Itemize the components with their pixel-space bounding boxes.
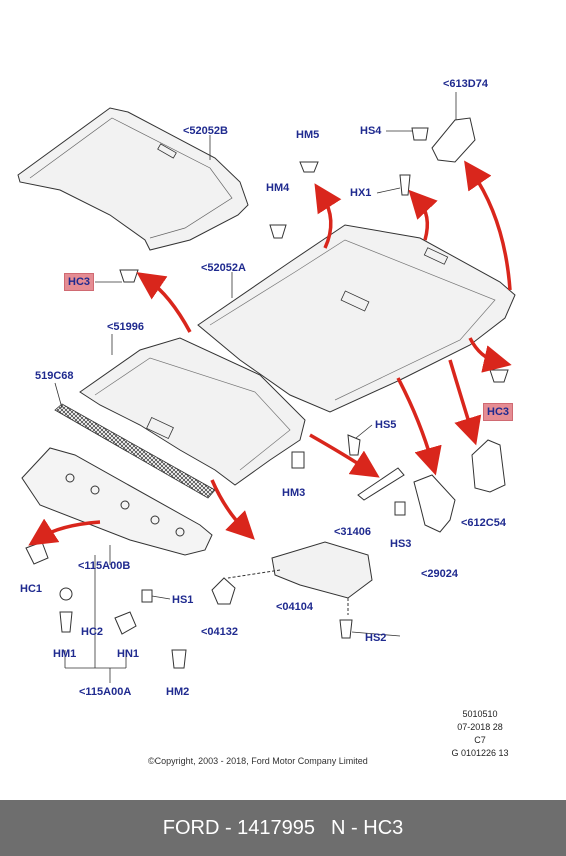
label-613d74: <613D74	[443, 78, 488, 90]
headliner-front-panel	[79, 337, 306, 486]
headliner-rear-panel	[17, 107, 249, 251]
parts-diagram: <613D74 HS4 HM5 <52052B HM4 HX1 HC3 <520…	[17, 78, 520, 766]
label-hx1: HX1	[350, 187, 372, 199]
label-04104: <04104	[276, 601, 314, 613]
headliner-main-panel	[197, 224, 516, 413]
mounting-bracket	[431, 117, 476, 163]
label-hm5: HM5	[296, 129, 320, 141]
sun-visor	[271, 541, 373, 599]
label-hs3: HS3	[390, 538, 412, 550]
label-hm1: HM1	[53, 648, 77, 660]
label-52052b: <52052B	[183, 125, 228, 137]
label-hm3: HM3	[282, 487, 306, 499]
label-29024: <29024	[421, 568, 459, 580]
label-hc2: HC2	[81, 626, 104, 638]
leader-lines	[54, 92, 457, 683]
label-31406: <31406	[334, 526, 372, 538]
label-hs2: HS2	[365, 632, 387, 644]
visor-clip	[211, 577, 236, 605]
trim-cover	[471, 439, 506, 493]
label-51996: <51996	[107, 321, 145, 333]
footer-code: N - HC3	[331, 816, 404, 839]
footer-bar: FORD - 1417995 N - HC3	[0, 800, 566, 856]
label-hc3-right: HC3	[483, 403, 514, 421]
label-hm2: HM2	[166, 686, 190, 698]
hinge-bracket	[413, 474, 456, 533]
label-115a00b: <115A00B	[78, 560, 131, 572]
footer-part-number: FORD - 1417995	[162, 816, 316, 839]
label-52052a: <52052A	[201, 262, 246, 274]
label-hs5: HS5	[375, 419, 397, 431]
label-hn1: HN1	[117, 648, 140, 660]
grab-handle	[357, 467, 405, 501]
drawing-meta: 5010510 07-2018 28 C7 G 0101226 13	[440, 708, 520, 760]
meta-line-2: 07-2018 28	[457, 722, 503, 732]
label-hc3-left: HC3	[64, 273, 95, 291]
label-115a00a: <115A00A	[79, 686, 132, 698]
meta-line-1: 5010510	[462, 709, 498, 719]
label-hc1: HC1	[20, 583, 43, 595]
copyright-text: ©Copyright, 2003 - 2018, Ford Motor Comp…	[148, 756, 368, 766]
meta-line-3: C7	[474, 735, 486, 745]
label-hm4: HM4	[266, 182, 290, 194]
label-hs4: HS4	[360, 125, 382, 137]
label-04132: <04132	[201, 626, 239, 638]
diagram-drawing	[17, 92, 516, 683]
label-hs1: HS1	[172, 594, 194, 606]
meta-line-4: G 0101226 13	[451, 748, 509, 758]
label-612c54: <612C54	[461, 517, 506, 529]
label-519c68: 519C68	[35, 370, 74, 382]
red-arrows	[28, 160, 512, 546]
roof-bracket-panel	[21, 447, 213, 556]
